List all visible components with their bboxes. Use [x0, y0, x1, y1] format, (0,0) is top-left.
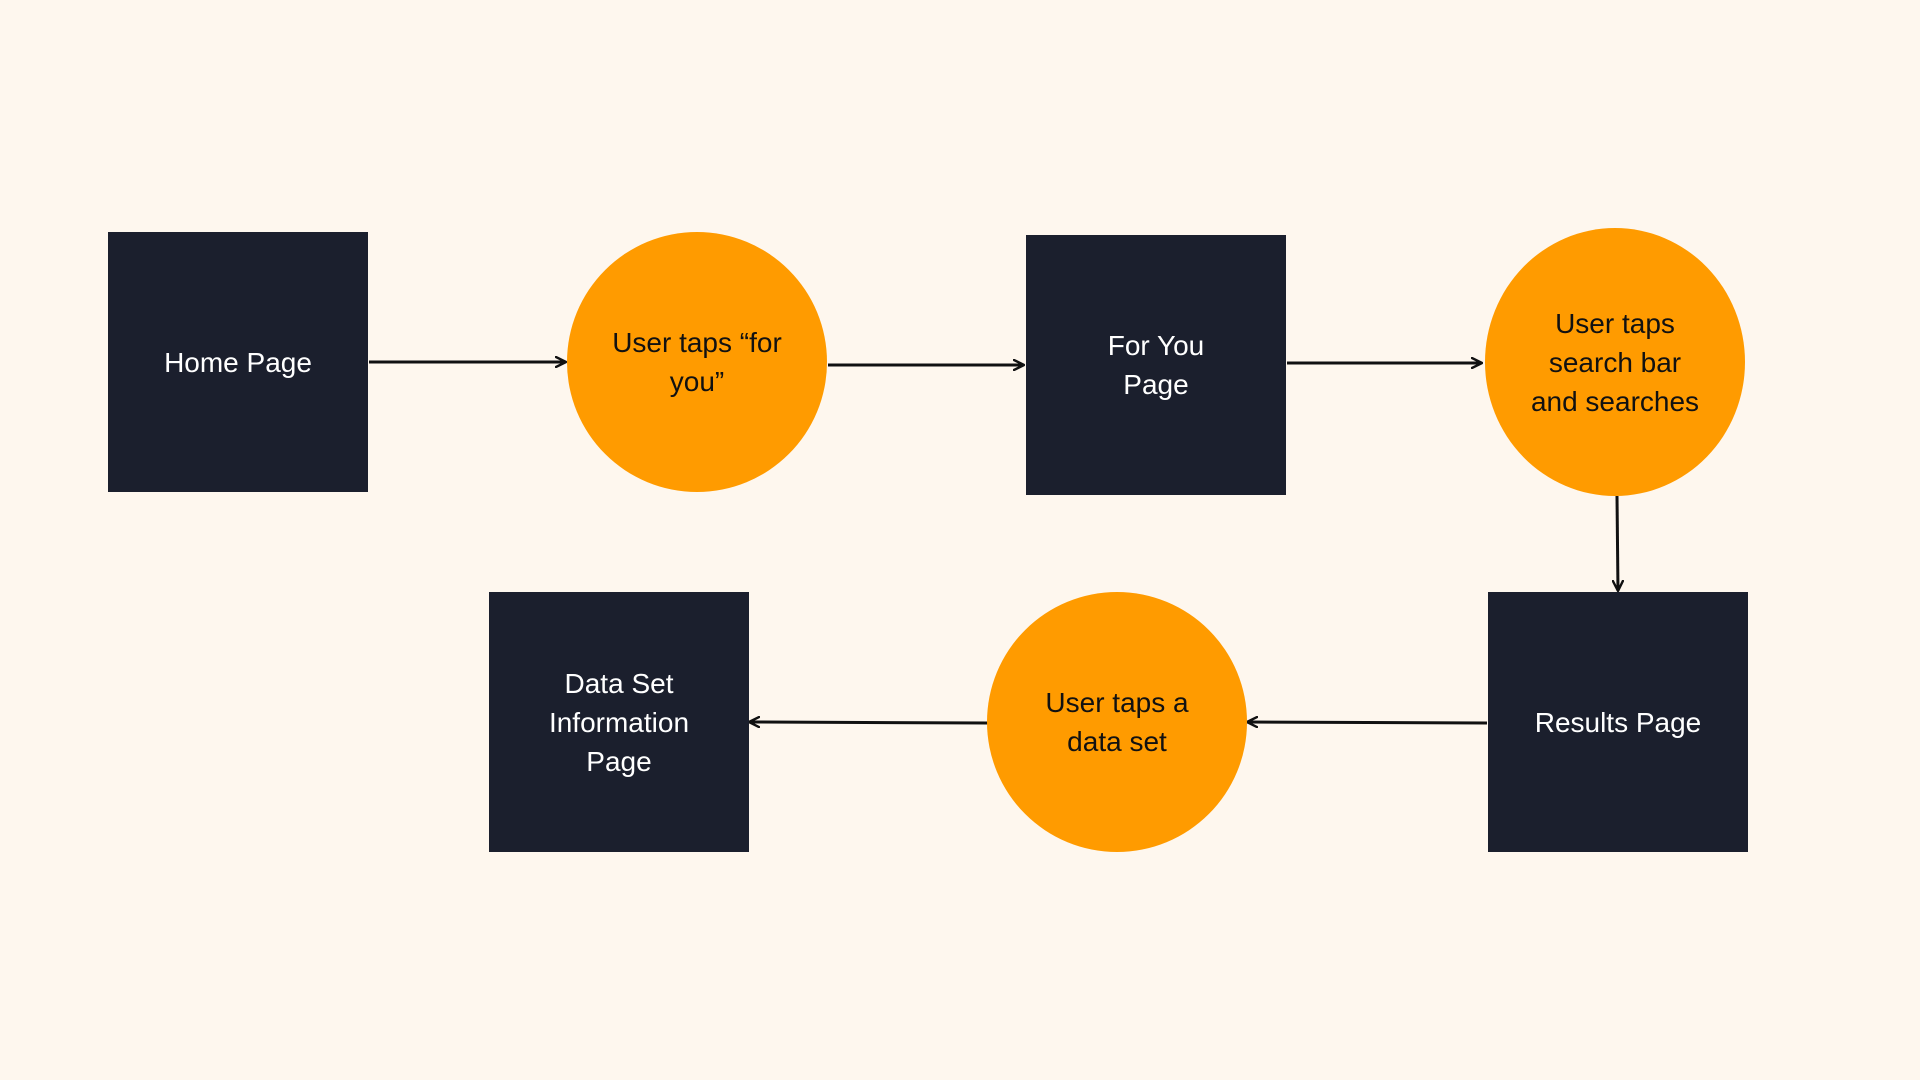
- node-data-set-information-page-label: Data Set Information Page: [548, 667, 690, 777]
- node-user-taps-for-you-label: User taps “for you”: [612, 327, 782, 397]
- node-results-page: Results Page: [1488, 592, 1748, 852]
- node-data-set-information-page: Data Set Information Page: [489, 592, 749, 852]
- node-home-page-label: Home Page: [164, 346, 312, 378]
- node-results-page-label: Results Page: [1534, 706, 1702, 738]
- node-home-page: Home Page: [108, 232, 368, 492]
- node-for-you-page-label: For You Page: [1107, 330, 1205, 400]
- arrow-results-page-to-taps-data-set: [1247, 722, 1488, 723]
- arrow-taps-search-to-results-page: [1617, 495, 1618, 591]
- node-user-taps-search-bar-label: User taps search bar and searches: [1530, 307, 1700, 417]
- node-user-taps-for-you: User taps “for you”: [567, 232, 827, 492]
- arrow-taps-data-set-to-data-set-info-page: [749, 722, 989, 723]
- node-user-taps-a-data-set: User taps a data set: [987, 592, 1247, 852]
- node-for-you-page: For You Page: [1026, 235, 1286, 495]
- node-user-taps-a-data-set-label: User taps a data set: [1045, 687, 1189, 757]
- node-user-taps-search-bar: User taps search bar and searches: [1485, 228, 1745, 496]
